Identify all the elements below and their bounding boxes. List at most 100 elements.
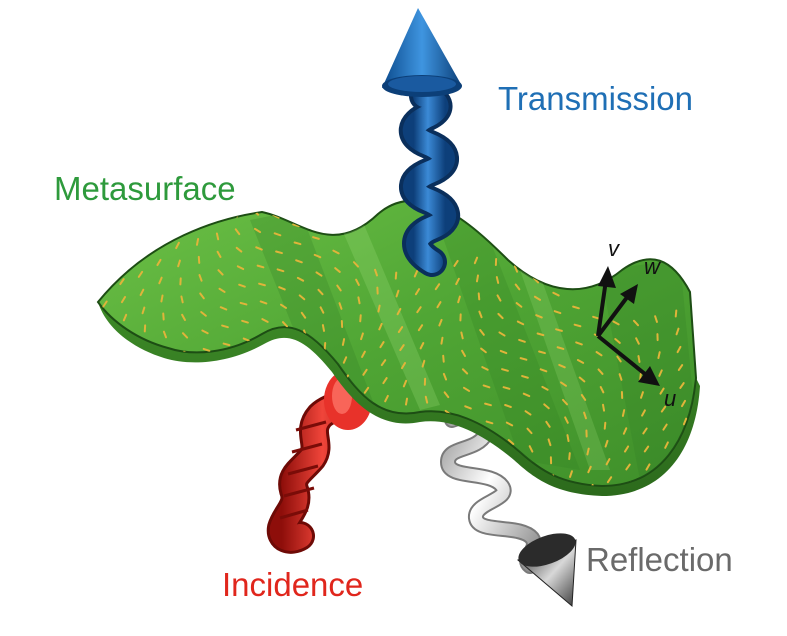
nanoantenna-dash	[207, 385, 213, 387]
nanoantenna-dash	[358, 297, 359, 303]
nanoantenna-dash	[107, 337, 109, 343]
nanoantenna-dash	[572, 508, 575, 513]
nanoantenna-dash	[218, 491, 219, 497]
nanoantenna-dash	[131, 424, 136, 427]
nanoantenna-dash	[451, 484, 457, 486]
nanoantenna-dash	[477, 275, 478, 281]
nanoantenna-dash	[198, 495, 200, 501]
nanoantenna-dash	[554, 512, 557, 517]
nanoantenna-dash	[374, 496, 378, 501]
nanoantenna-dash	[119, 261, 122, 266]
nanoantenna-dash	[413, 509, 419, 511]
nanoantenna-dash	[231, 414, 234, 419]
nanoantenna-dash	[236, 467, 237, 473]
nanoantenna-dash	[197, 239, 198, 245]
nanoantenna-dash	[490, 457, 495, 460]
nanoantenna-dash	[689, 491, 693, 496]
nanoantenna-dash	[350, 429, 353, 434]
nanoantenna-dash	[150, 417, 156, 419]
nanoantenna-dash	[632, 518, 634, 524]
nanoantenna-dash	[534, 482, 535, 488]
nanoantenna-dash	[394, 523, 400, 525]
nanoantenna-dash	[617, 585, 619, 591]
nanoantenna-dash	[245, 356, 250, 359]
nanoantenna-dash	[456, 537, 460, 541]
nanoantenna-dash	[112, 410, 116, 414]
nanoantenna-dash	[431, 489, 437, 491]
nanoantenna-dash	[325, 343, 326, 349]
nanoantenna-dash	[116, 465, 122, 467]
nanoantenna-dash	[289, 375, 290, 381]
nanoantenna-dash	[252, 409, 253, 415]
nanoantenna-dash	[212, 438, 216, 442]
nanoantenna-dash	[174, 225, 177, 230]
nanoantenna-dash	[427, 434, 431, 438]
nanoantenna-dash	[623, 410, 624, 416]
nanoantenna-dash	[433, 507, 439, 509]
nanoantenna-dash	[352, 447, 354, 453]
nanoantenna-dash	[411, 490, 416, 493]
nanoantenna-dash	[516, 511, 517, 517]
nanoantenna-dash	[188, 407, 194, 409]
nanoantenna-dash	[290, 393, 292, 399]
nanoantenna-dash	[436, 542, 441, 545]
nanoantenna-dash	[331, 433, 334, 438]
nanoantenna-dash	[229, 396, 234, 400]
nanoantenna-dash	[470, 460, 476, 462]
nanoantenna-dash	[574, 526, 577, 531]
nanoantenna-dash	[535, 500, 537, 506]
nanoantenna-dash	[153, 454, 159, 456]
nanoantenna-dash	[166, 369, 171, 373]
nanoantenna-dash	[111, 391, 114, 396]
nanoantenna-dash	[291, 412, 294, 417]
nanoantenna-dash	[137, 254, 140, 259]
nanoantenna-dash	[375, 514, 380, 518]
nanoantenna-dash	[392, 486, 396, 490]
nanoantenna-dash	[553, 494, 555, 499]
nanoantenna-dash	[406, 399, 407, 405]
nanoantenna-dash	[409, 453, 413, 458]
nanoantenna-dash	[274, 444, 277, 449]
nanoantenna-dash	[287, 357, 288, 363]
nanoantenna-dash	[370, 441, 371, 447]
nanoantenna-dash	[426, 397, 427, 403]
nanoantenna-dash	[151, 436, 157, 438]
nanoantenna-dash	[181, 296, 182, 302]
nanoantenna-dash	[671, 514, 674, 519]
nanoantenna-dash	[536, 518, 539, 523]
nanoantenna-dash	[147, 380, 151, 384]
nanoantenna-dash	[308, 385, 310, 390]
nanoantenna-dash	[396, 273, 397, 279]
nanoantenna-dash	[216, 473, 217, 479]
nanoantenna-dash	[227, 379, 232, 382]
nanoantenna-dash	[355, 483, 356, 489]
nanoantenna-dash	[256, 463, 259, 468]
nanoantenna-dash	[376, 533, 381, 536]
nanoantenna-dash	[696, 583, 702, 585]
nanoantenna-dash	[496, 509, 497, 515]
nanoantenna-dash	[416, 545, 422, 547]
nanoantenna-dash	[479, 293, 480, 299]
nanoantenna-dash	[453, 502, 459, 504]
nanoantenna-dash	[609, 495, 612, 500]
nanoantenna-dash	[176, 494, 180, 498]
nanoantenna-dash	[343, 339, 344, 345]
nanoantenna-dash	[156, 489, 161, 492]
nanoantenna-dash	[136, 479, 142, 481]
nanoantenna-dash	[676, 311, 677, 317]
nanoantenna-dash	[605, 423, 606, 429]
nanoantenna-dash	[285, 340, 288, 345]
nanoantenna-dash	[368, 424, 370, 430]
nanoantenna-dash	[591, 503, 594, 508]
nanoantenna-dash	[323, 325, 324, 331]
nanoantenna-dash	[393, 505, 398, 508]
nanoantenna-dash	[136, 236, 139, 241]
nanoantenna-dash	[195, 477, 198, 482]
nanoantenna-dash	[587, 449, 588, 455]
transmission-label: Transmission	[498, 80, 693, 118]
nanoantenna-dash	[454, 519, 459, 522]
nanoantenna-dash	[147, 362, 150, 367]
nanoantenna-dash	[658, 352, 659, 358]
nanoantenna-dash	[225, 361, 231, 363]
nanoantenna-dash	[443, 356, 444, 362]
